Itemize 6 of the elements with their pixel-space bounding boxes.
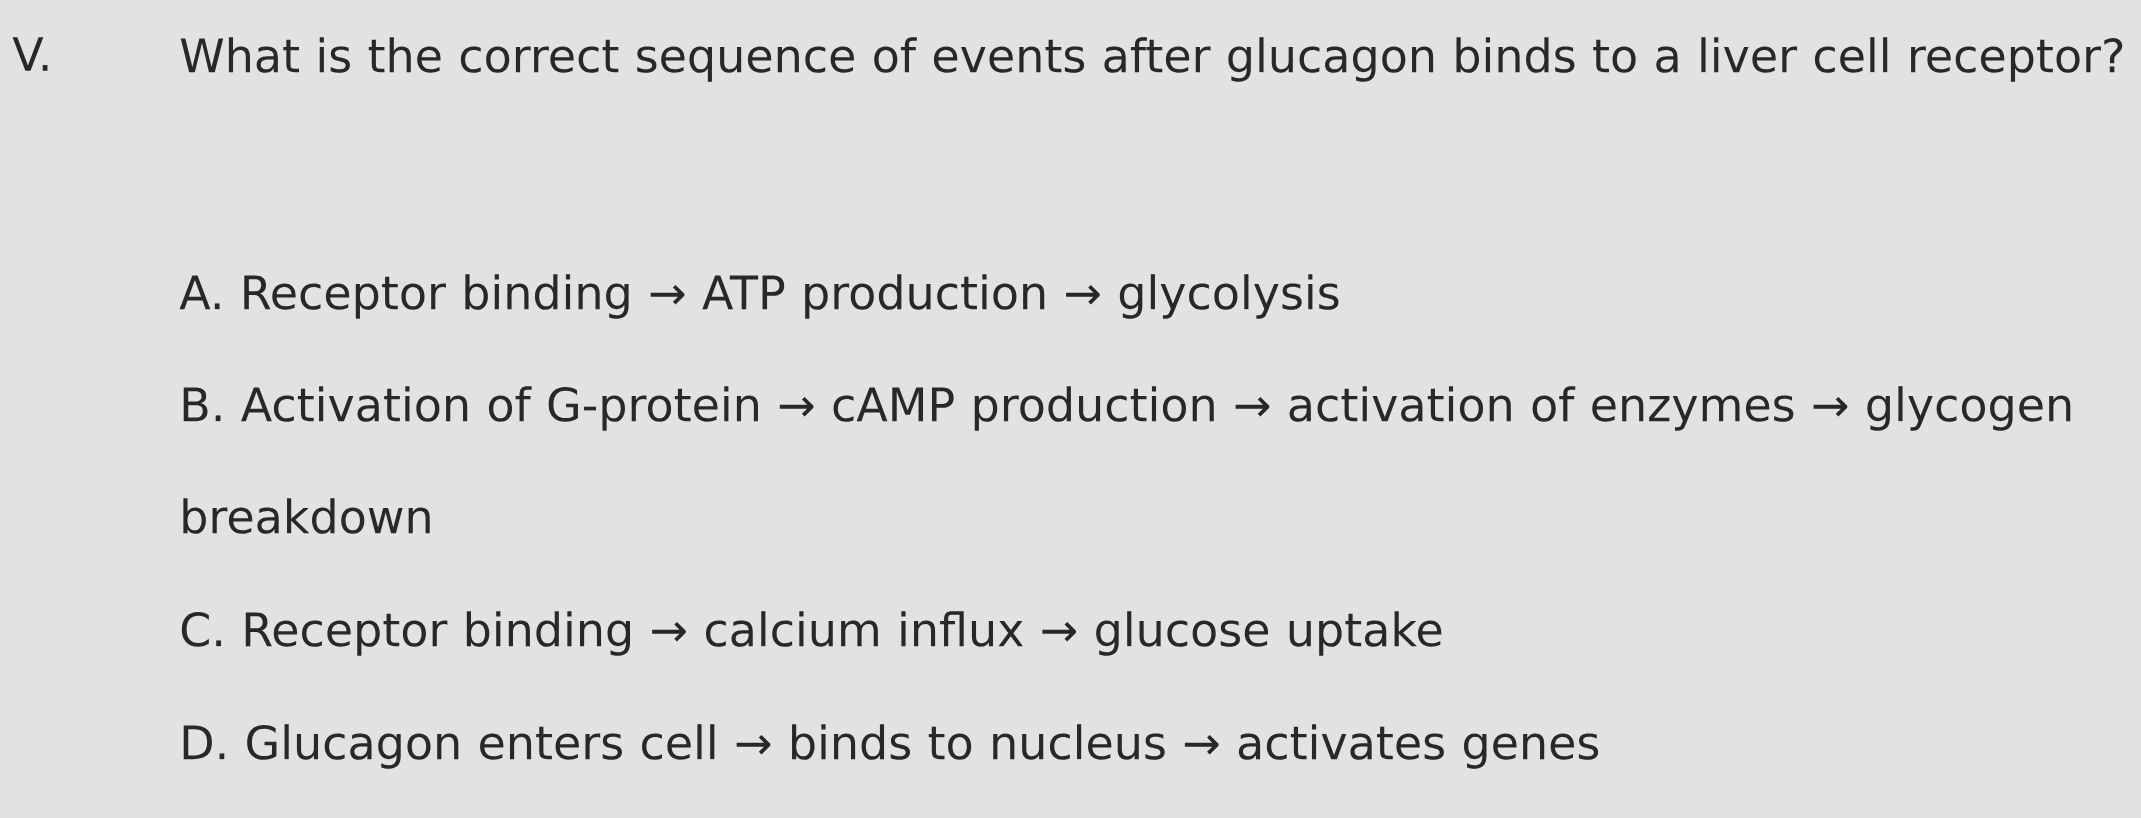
- answer-option: D. Glucagon enters cell → binds to nucleus → activates genes: [183, 724, 1599, 769]
- answer-option: C. Receptor binding → calcium influx → glucose uptake: [181, 611, 1442, 656]
- answer-option: B. Activation of G-protein → cAMP production → activation of enzymes → glycogen breakdown: [183, 386, 2071, 534]
- item-number: V.: [12, 37, 48, 71]
- answer-option: A. Receptor binding → ATP production → glycolysis: [179, 274, 1339, 319]
- question-text: What is the correct sequence of events after glucagon binds to a liver cell receptor?: [180, 37, 2123, 82]
